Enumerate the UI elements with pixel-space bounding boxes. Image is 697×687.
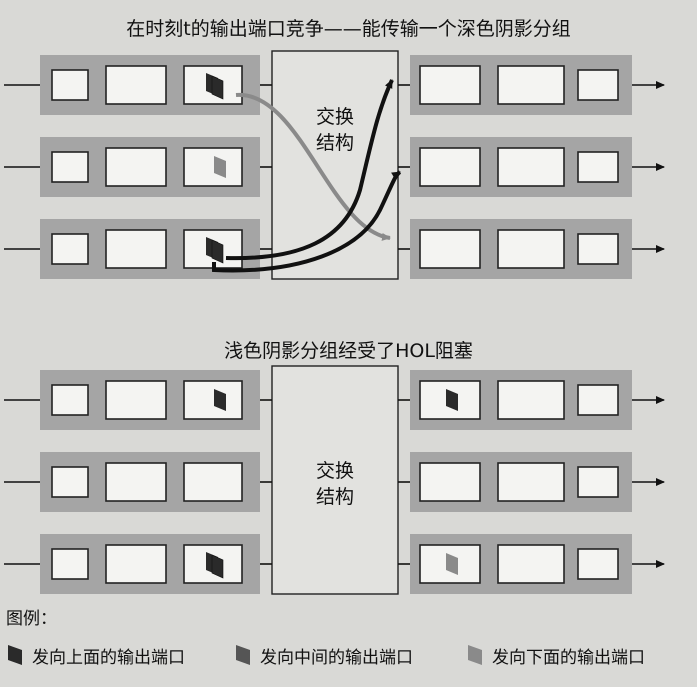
top-input-1-slot-2 [105,65,167,105]
light-packet-icon [468,645,482,665]
bottom-fabric-label: 交换 结构 [272,458,398,510]
bottom-output-2-slot-3 [577,466,619,498]
top-output-3-slot-2 [497,229,565,269]
bottom-output-1-slot-2 [497,380,565,420]
legend-label-top-output: 发向上面的输出端口 [32,647,185,668]
top-output-1-slot-3 [577,69,619,101]
bottom-fabric-label-line2: 结构 [315,486,354,508]
bottom-output-3-slot-2 [497,544,565,584]
top-fabric-label: 交换 结构 [272,104,398,156]
top-input-1-dark-packet [206,73,224,100]
bottom-input-3-slot-1 [51,548,89,580]
bottom-input-1-slot-2 [105,380,167,420]
top-dark-packet-path-1 [225,79,394,261]
bottom-output-2-slot-2 [497,462,565,502]
dark-packet-icon [8,645,22,665]
top-output-1-slot-2 [497,65,565,105]
bottom-input-1-dark-packet [214,389,226,411]
legend-item-bottom-output: 发向下面的输出端口 [466,640,645,670]
bottom-input-1-slot-3 [183,380,243,420]
top-diagram-title: 在时刻t的输出端口竞争——能传输一个深色阴影分组 [126,18,571,40]
top-output-1-slot-1 [419,65,481,105]
top-input-3-slot-1 [51,233,89,265]
top-output-2-slot-3 [577,151,619,183]
bottom-input-2-slot-1 [51,466,89,498]
top-output-3-slot-1 [419,229,481,269]
top-input-1-slot-1 [51,69,89,101]
legend-title: 图例： [6,609,57,629]
bottom-input-3-dark-packets-front [211,554,224,579]
top-fabric-label-line2: 结构 [315,132,354,154]
top-input-2-slot-1 [51,151,89,183]
top-input-2-slot-2 [105,147,167,187]
top-input-3-dark-packets-front [211,239,224,264]
top-output-2-slot-2 [497,147,565,187]
bottom-input-2-slot-3 [183,462,243,502]
legend-label-middle-output: 发向中间的输出端口 [260,647,413,668]
bottom-diagram-title: 浅色阴影分组经受了HOL阻塞 [224,340,473,362]
medium-packet-icon [236,645,250,665]
bottom-input-3-slot-2 [105,544,167,584]
legend-item-middle-output: 发向中间的输出端口 [234,640,413,670]
bottom-switch-fabric [271,365,399,595]
top-output-3-slot-3 [577,233,619,265]
top-switch-fabric [271,50,399,280]
legend-label-bottom-output: 发向下面的输出端口 [492,647,645,668]
top-dark-packet-path-2 [212,170,402,273]
legend: 发向上面的输出端口 发向中间的输出端口 发向下面的输出端口 [6,640,696,670]
bottom-output-3-transferred-packet [446,553,458,575]
bottom-output-3-slot-3 [577,548,619,580]
top-input-2-light-packet [214,156,226,178]
bottom-output-1-transferred-packet [446,389,458,411]
top-input-2-slot-3 [183,147,243,187]
switch-diagram [4,50,665,595]
legend-item-top-output: 发向上面的输出端口 [6,640,185,670]
top-fabric-label-line1: 交换 [315,106,354,128]
bottom-input-2-slot-2 [105,462,167,502]
bottom-input-3-dark-packets [206,552,224,579]
bottom-fabric-label-line1: 交换 [315,460,354,482]
bottom-output-2-slot-1 [419,462,481,502]
top-input-3-dark-packets [206,237,224,264]
top-output-2-slot-1 [419,147,481,187]
top-input-1-dark-packet-front [211,75,224,100]
bottom-input-1-slot-1 [51,384,89,416]
top-input-3-slot-2 [105,229,167,269]
bottom-output-1-slot-3 [577,384,619,416]
